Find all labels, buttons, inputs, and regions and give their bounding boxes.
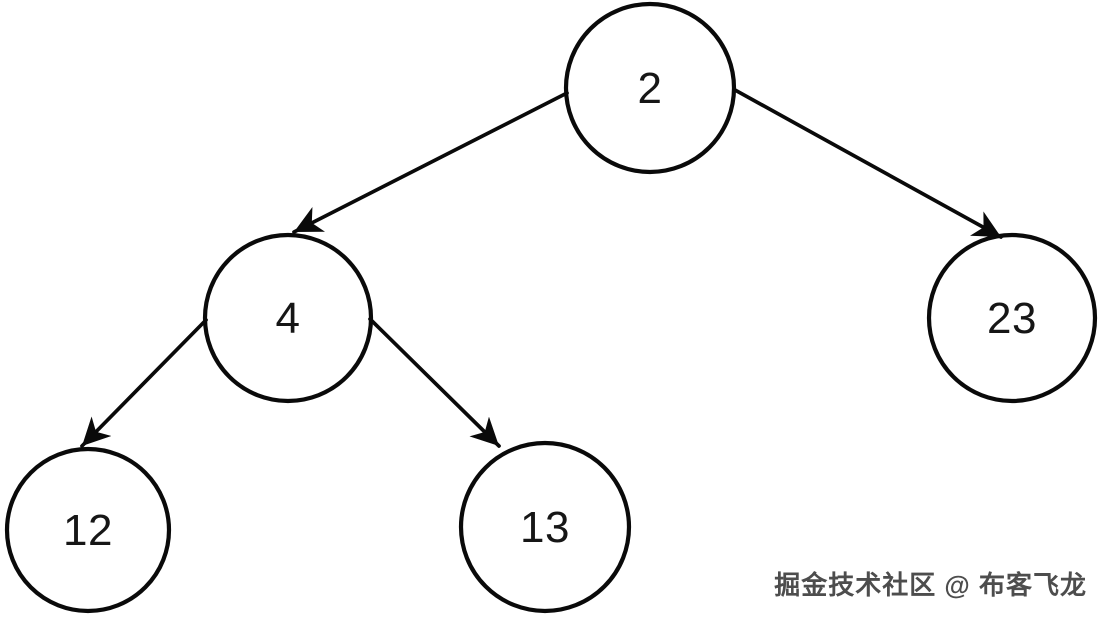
tree-node-2 [563, 1, 737, 175]
edge-2-to-4 [292, 91, 569, 234]
tree-node-label-23: 23 [987, 294, 1037, 343]
edge-4-to-13 [368, 317, 501, 448]
labels-layer: 2 4 23 12 13 [63, 64, 1037, 555]
edge-4-to-12 [80, 318, 208, 448]
edges-layer [80, 88, 1003, 448]
tree-node-label-12: 12 [63, 506, 113, 555]
tree-node-label-4: 4 [276, 294, 301, 343]
tree-node-label-2: 2 [638, 64, 663, 113]
tree-node-13 [458, 440, 632, 614]
edge-2-to-23 [733, 88, 1003, 239]
watermark: 掘金技术社区 @ 布客飞龙 [774, 570, 1087, 600]
tree-node-23 [926, 232, 1098, 404]
tree-node-label-13: 13 [520, 503, 570, 552]
tree-node-12 [4, 446, 172, 614]
